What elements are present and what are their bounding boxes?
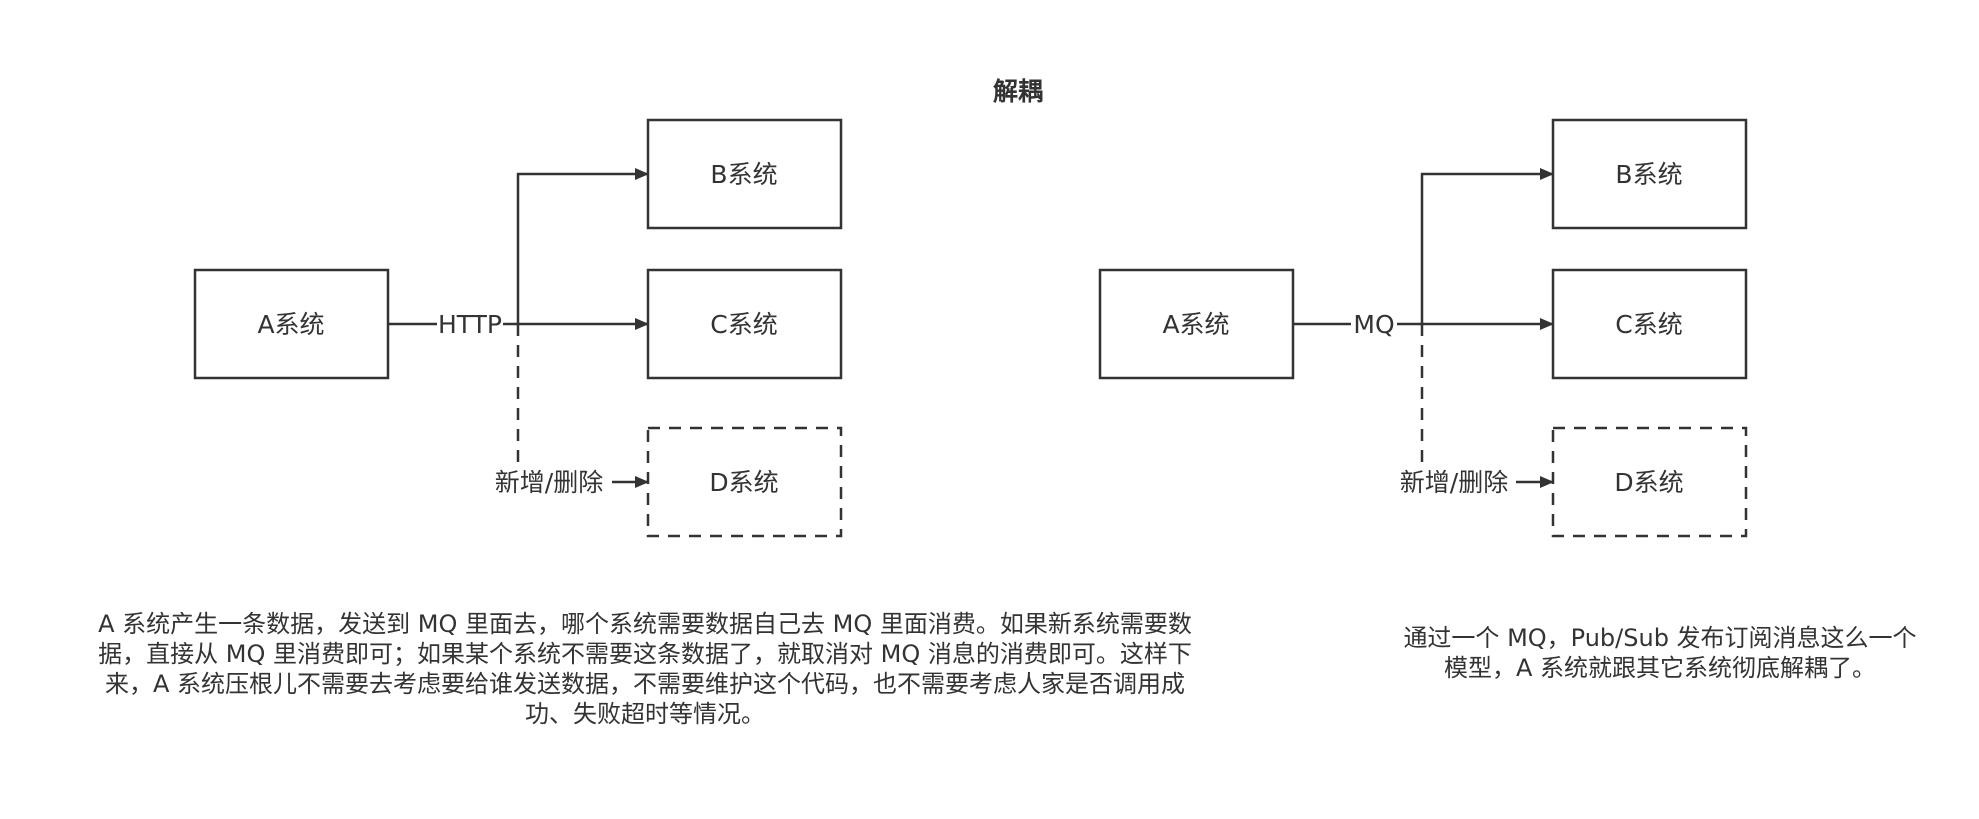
- left-box-b-label: B系统: [710, 160, 777, 189]
- left-box-d-label: D系统: [709, 468, 778, 497]
- left-edge-to-b: [516, 168, 649, 324]
- right-box-b-label: B系统: [1615, 160, 1682, 189]
- right-edge-to-d-dashed: [1420, 324, 1517, 484]
- right-description: 通过一个 MQ，Pub/Sub 发布订阅消息这么一个模型，A 系统就跟其它系统彻…: [1403, 624, 1917, 682]
- right-add-remove-label-bg: [1393, 467, 1515, 497]
- right-box-a[interactable]: [1098, 268, 1295, 380]
- left-protocol-label-bg: [437, 310, 503, 338]
- right-protocol-label-bg: [1351, 310, 1397, 338]
- left-add-remove-label: 新增/删除: [495, 468, 603, 497]
- left-description: A 系统产生一条数据，发送到 MQ 里面去，哪个系统需要数据自己去 MQ 里面消…: [98, 610, 1192, 728]
- right-edge-to-b: [1420, 168, 1554, 324]
- left-edge-to-d-dashed: [516, 324, 612, 484]
- diagram-title: 解耦: [993, 77, 1043, 106]
- right-box-d-label: D系统: [1614, 468, 1683, 497]
- left-protocol-label: HTTP: [438, 310, 502, 339]
- left-box-c-label: C系统: [710, 310, 777, 339]
- right-box-b[interactable]: [1551, 118, 1748, 230]
- right-box-c-label: C系统: [1615, 310, 1682, 339]
- left-box-a-label: A系统: [257, 310, 324, 339]
- right-box-c[interactable]: [1551, 268, 1748, 380]
- left-box-c[interactable]: [646, 268, 843, 380]
- right-box-a-label: A系统: [1162, 310, 1229, 339]
- left-box-a[interactable]: [193, 268, 390, 380]
- right-box-d[interactable]: [1551, 426, 1748, 538]
- right-protocol-label: MQ: [1353, 310, 1394, 339]
- left-diagram: A系统 B系统 C系统 D系统 HTTP 新增/删除: [193, 118, 843, 538]
- left-add-remove-label-bg: [488, 467, 610, 497]
- right-add-remove-label: 新增/删除: [1400, 468, 1508, 497]
- right-diagram: A系统 B系统 C系统 D系统 MQ 新增/删除: [1098, 118, 1748, 538]
